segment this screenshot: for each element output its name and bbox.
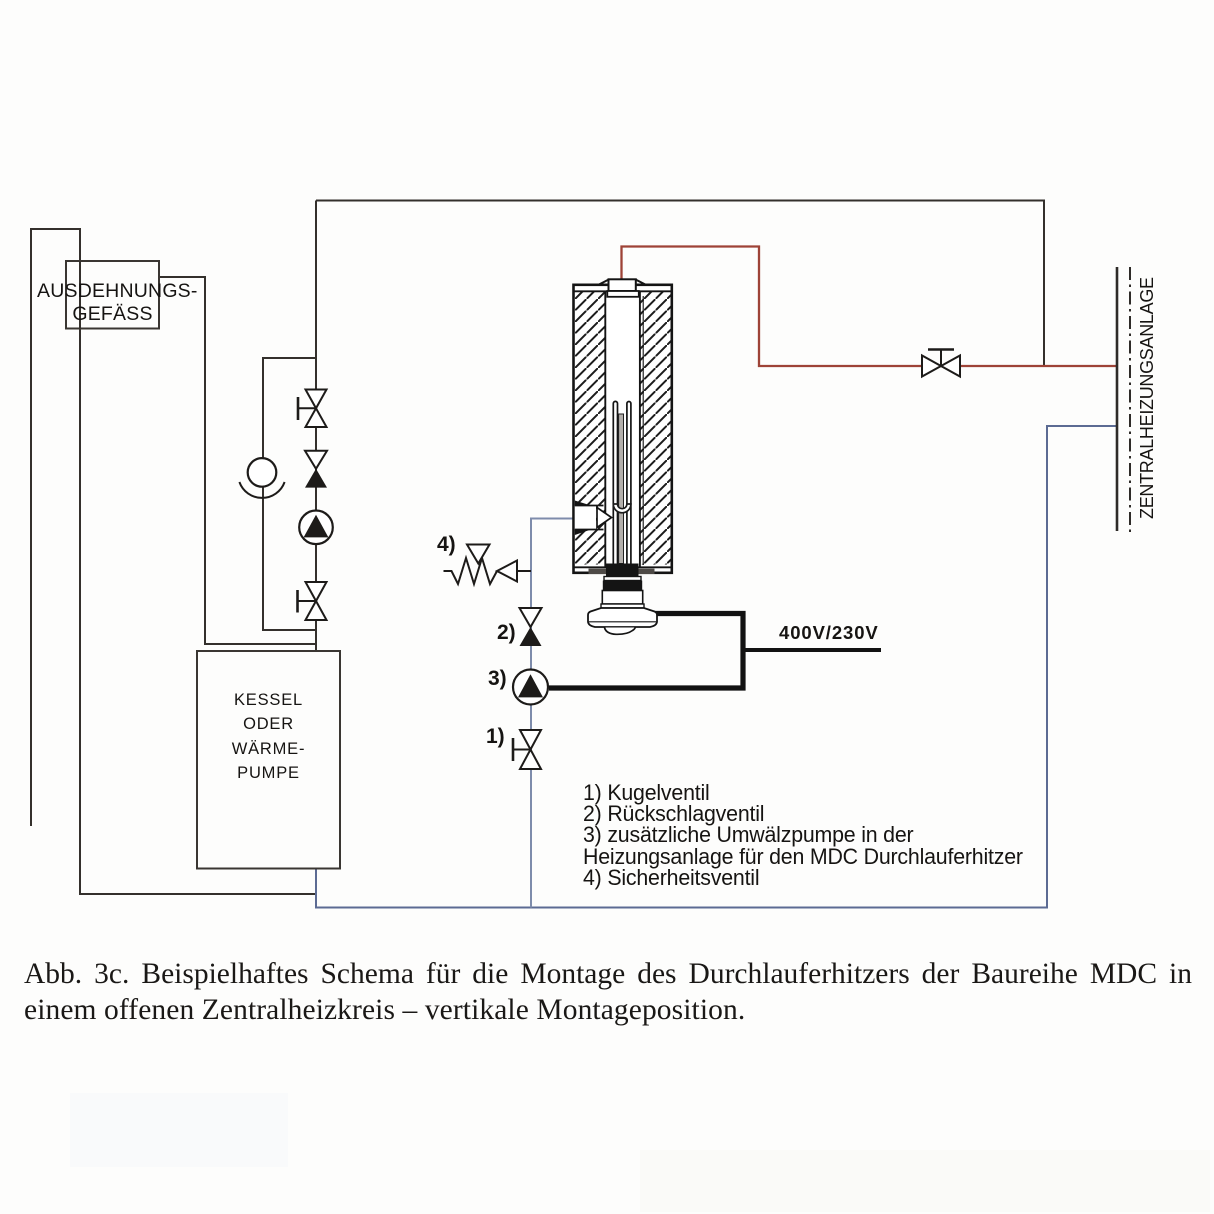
expansion-vessel-box [65, 260, 160, 330]
expansion-vessel-label-line1: AUSDEHNUNGS- [37, 280, 198, 302]
expansion-vessel-label: AUSDEHNUNGS- GEFÄSS [37, 280, 198, 326]
pipe-expansion-connector [159, 276, 315, 645]
central-heating-wall-label: ZENTRALHEIZUNGSANLAGE [1137, 277, 1157, 519]
riser-ball-valve-bottom [296, 581, 329, 621]
power-supply-label: 400V/230V [779, 622, 879, 643]
pipe-return-bottom [315, 425, 1117, 909]
legend-item-4: 4) Sicherheitsventil [583, 864, 760, 890]
boiler-box [196, 650, 341, 870]
expansion-vessel-label-line2: GEFÄSS [72, 302, 153, 325]
central-heating-wall [1115, 267, 1131, 532]
column-pump [511, 668, 550, 706]
legend-item-3b: Heizungsanlage für den MDC Durchlauferhi… [583, 843, 1023, 869]
boiler-label: KESSEL ODER WÄRME- PUMPE [197, 688, 340, 785]
legend-item-1: 1) Kugelventil [583, 780, 710, 805]
boiler-label-line3: WÄRME- [231, 739, 306, 758]
pipe-supply-top [316, 199, 1045, 365]
column-ball-valve [511, 729, 543, 770]
power-cable [549, 610, 881, 691]
element-u-bend [612, 503, 632, 514]
callout-pump: 3) [488, 667, 507, 690]
pipe-heater-outlet-hot [620, 245, 1117, 368]
boiler-label-line2: ODER [243, 715, 294, 734]
pipe-heater-feed [530, 517, 573, 908]
column-check-valve [517, 607, 544, 646]
pipes [30, 199, 1117, 909]
scan-artifact [640, 1150, 1210, 1212]
heater-inlet [574, 500, 613, 535]
element-plate [606, 563, 639, 577]
heater-insulation-right [640, 291, 671, 565]
callout-check-valve: 2) [497, 621, 516, 644]
riser-pump [298, 509, 334, 546]
riser-ball-valve-top [296, 388, 329, 428]
caption-line1: Abb. 3c. Beispielhaftes Schema für die M… [24, 958, 1192, 990]
pipe-bypass [262, 357, 315, 631]
callout-ball-valve: 1) [486, 725, 505, 748]
heater-element [612, 400, 632, 564]
callout-safety-valve: 4) [437, 533, 456, 556]
mdc-heater [572, 278, 674, 636]
caption-line2: einem offenen Zentralheizkreis – vertika… [24, 994, 746, 1026]
legend-item-3: 3) zusätzliche Umwälzpumpe in der [583, 822, 914, 848]
riser-check-valve [303, 449, 329, 488]
bypass-gauge [238, 457, 286, 499]
pipe-expansion-loop [30, 228, 316, 895]
legend: 1) Kugelventil 2) Rückschlagventil 3) zu… [583, 780, 1023, 890]
boiler-label-line4: PUMPE [237, 763, 300, 782]
hot-line-valve [921, 348, 961, 379]
boiler-label-line1: KESSEL [233, 691, 303, 709]
legend-item-2: 2) Rückschlagventil [583, 801, 765, 827]
heater-top-fitting [598, 278, 647, 298]
scan-artifact [70, 1093, 288, 1167]
safety-valve [443, 543, 531, 588]
heater-bottom-flange [587, 563, 658, 636]
